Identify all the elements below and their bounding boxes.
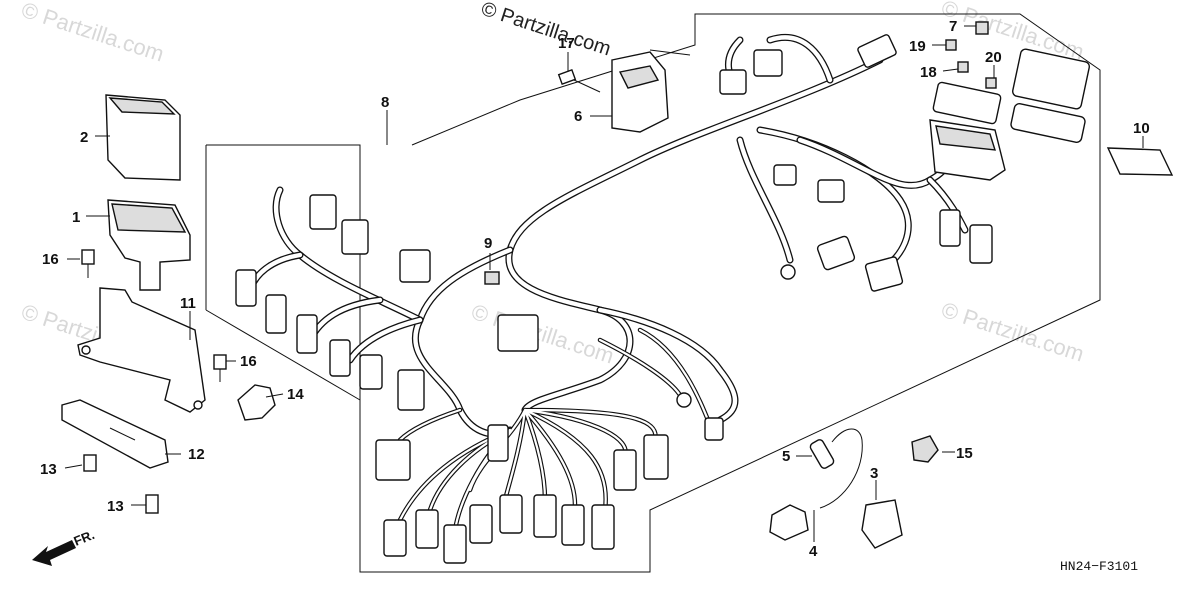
callout-19: 19 — [909, 38, 926, 55]
part-18-relay — [957, 61, 969, 73]
connector-ab — [816, 235, 856, 271]
connector-z — [773, 164, 797, 186]
connector-n — [415, 509, 439, 549]
part-14-clip — [237, 384, 276, 421]
callout-17: 17 — [558, 35, 575, 52]
callout-1: 1 — [72, 209, 80, 226]
connector-b — [341, 219, 369, 255]
part-7-relay — [975, 21, 989, 35]
connector-ac — [864, 256, 904, 292]
bolt-13b — [145, 494, 159, 514]
callout-13a: 13 — [40, 461, 57, 478]
part-3-boot — [861, 499, 903, 549]
callout-11: 11 — [180, 295, 196, 312]
bolt-16a — [81, 249, 95, 265]
assembly-frame — [206, 13, 1101, 573]
callout-16a: 16 — [42, 251, 59, 268]
part-15-clip — [911, 435, 939, 463]
connector-q — [499, 494, 523, 534]
harness-connectors — [235, 34, 993, 564]
callout-4: 4 — [809, 543, 818, 560]
front-arrow-icon — [32, 540, 76, 566]
connector-p — [469, 504, 493, 544]
watermark-top: © Partzilla.com — [478, 0, 613, 60]
callout-6: 6 — [574, 108, 582, 125]
connector-x — [753, 49, 783, 77]
connector-ae — [969, 224, 993, 264]
frame-bracket-6 — [649, 49, 691, 56]
connector-f — [296, 314, 318, 354]
connector-l — [497, 314, 539, 352]
connector-af — [704, 417, 724, 441]
part-20-relay — [985, 77, 997, 89]
callout-9: 9 — [484, 235, 492, 252]
callout-12: 12 — [188, 446, 205, 463]
connector-r — [533, 494, 557, 538]
diagram-code: HN24−F3101 — [1060, 559, 1138, 574]
callout-3: 3 — [870, 465, 878, 482]
callout-7: 7 — [949, 18, 957, 35]
connector-u — [613, 449, 637, 491]
connector-t — [591, 504, 615, 550]
connector-i — [397, 369, 425, 411]
terminal-ring-1 — [780, 264, 796, 280]
leader-lines — [64, 25, 1144, 542]
lower-branches — [397, 327, 713, 533]
fasteners — [81, 69, 601, 514]
callout-15: 15 — [956, 445, 973, 462]
part-1-fuse-box — [107, 199, 191, 291]
connector-y — [857, 34, 897, 68]
watermark-5: © Partzilla.com — [938, 297, 1087, 367]
callout-20: 20 — [985, 49, 1002, 66]
connector-s — [561, 504, 585, 546]
watermark-2: © Partzilla.com — [938, 0, 1087, 65]
connector-g — [329, 339, 351, 377]
bolt-17 — [557, 69, 577, 85]
terminal-ring-2 — [676, 392, 692, 408]
connector-d — [235, 269, 257, 307]
callout-14: 14 — [287, 386, 304, 403]
part-10-label — [1106, 147, 1174, 176]
part-12-cover — [61, 399, 169, 469]
callout-labels: 1 2 3 4 5 6 7 8 9 10 11 12 13 13 14 15 1… — [40, 18, 1150, 560]
connector-j — [375, 439, 411, 481]
part-4-connector — [769, 504, 809, 541]
part-2-control-unit — [105, 94, 181, 181]
fuse-box-assembly — [929, 48, 1090, 181]
connector-m — [383, 519, 407, 557]
callout-2: 2 — [80, 129, 88, 146]
bolt-16b — [213, 354, 227, 370]
frame-edge-diag — [205, 309, 361, 401]
connector-o — [443, 524, 467, 564]
part-9-clip — [484, 271, 500, 285]
connector-e — [265, 294, 287, 334]
watermark-1: © Partzilla.com — [18, 0, 167, 67]
part-6-regulator — [611, 51, 669, 133]
connector-v — [643, 434, 669, 480]
connector-c — [399, 249, 431, 283]
callout-18: 18 — [920, 64, 937, 81]
callout-10: 10 — [1133, 120, 1150, 137]
bolt-13a — [83, 454, 97, 472]
front-label: FR. — [72, 527, 97, 549]
callout-5: 5 — [782, 448, 790, 465]
connector-a — [309, 194, 337, 230]
connector-w — [719, 69, 747, 95]
part-19-relay — [945, 39, 957, 51]
connector-h — [359, 354, 383, 390]
callout-13b: 13 — [107, 498, 124, 515]
connector-aa — [817, 179, 845, 203]
part-5-fuse-holder — [809, 428, 863, 509]
part-11-bracket — [77, 287, 206, 413]
connector-ad — [939, 209, 961, 247]
callout-8: 8 — [381, 94, 389, 111]
connector-k — [487, 424, 509, 462]
front-direction-indicator: FR. — [32, 527, 97, 566]
callout-16b: 16 — [240, 353, 257, 370]
